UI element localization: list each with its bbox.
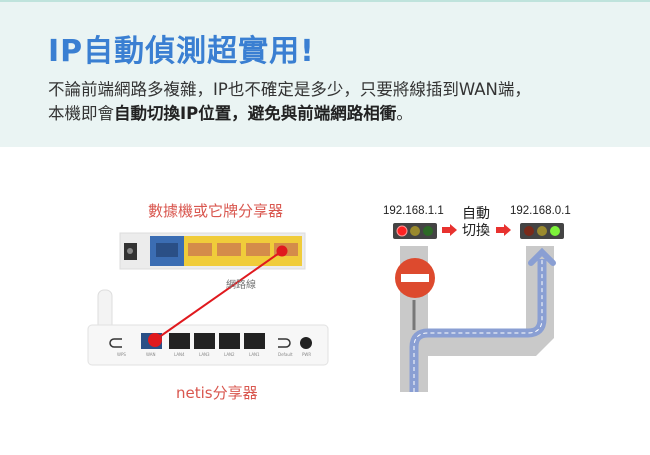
cable-end-dot — [276, 245, 288, 257]
netis-router-label: netis分享器 — [176, 384, 258, 402]
cable-line — [154, 250, 283, 341]
arrow-right-icon — [496, 224, 511, 236]
port-label: LAN1 — [249, 352, 260, 357]
port-label: WPS — [117, 352, 126, 357]
port-label: PWR — [302, 352, 312, 357]
port-label: LAN2 — [224, 352, 235, 357]
cable-label: 網路線 — [226, 280, 256, 291]
header-banner: IP自動偵測超實用! 不論前端網路多複雜，IP也不確定是多少，只要將線插到WAN… — [0, 0, 650, 147]
auto-switch-label: 自動切換 — [462, 206, 490, 240]
netis-router-device — [87, 289, 329, 366]
switch-line-2: 切換 — [462, 223, 490, 239]
page-title: IP自動偵測超實用! — [48, 34, 315, 69]
road-diagram — [400, 246, 556, 392]
port-label: LAN3 — [199, 352, 210, 357]
switch-line-1: 自動 — [462, 206, 490, 222]
modem-label: 數據機或它牌分享器 — [148, 202, 284, 220]
description-line-2: 本機即會自動切換IP位置，避免與前端網路相衝。 — [48, 100, 413, 124]
description-end: 。 — [396, 104, 413, 123]
arrow-right-icon — [442, 224, 457, 236]
description-line-1: 不論前端網路多複雜，IP也不確定是多少，只要將線插到WAN端， — [48, 80, 531, 99]
port-label: Default — [278, 352, 293, 357]
old-ip-label: 192.168.1.1 — [383, 205, 444, 217]
no-entry-sign-icon — [395, 258, 435, 298]
port-label: LAN4 — [174, 352, 185, 357]
new-ip-label: 192.168.0.1 — [510, 205, 571, 217]
description-text: 本機即會 — [48, 104, 114, 123]
description-bold: 自動切換IP位置，避免與前端網路相衝 — [114, 104, 397, 123]
cable-start-dot — [148, 333, 162, 347]
traffic-light-old — [393, 223, 437, 239]
traffic-light-new — [520, 223, 564, 239]
port-label: WAN — [146, 352, 156, 357]
